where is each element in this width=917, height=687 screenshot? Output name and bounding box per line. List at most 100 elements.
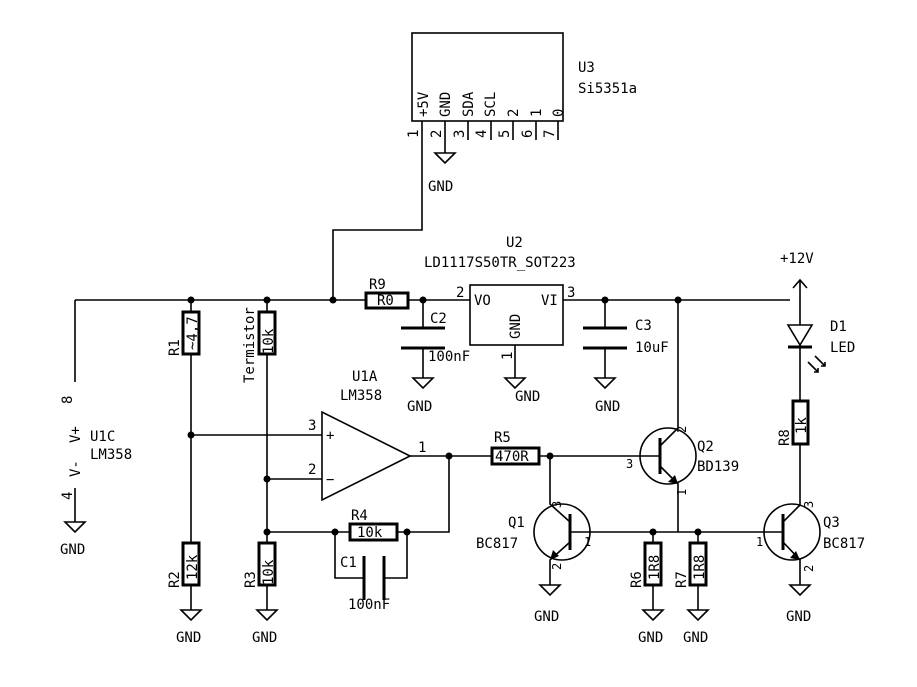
- q1-value: BC817: [476, 536, 518, 552]
- u1a-pin2: 2: [308, 462, 316, 478]
- gnd-label-q3: GND: [786, 609, 811, 625]
- d1-led: D1 LED: [786, 319, 855, 400]
- u3-value: Si5351a: [578, 81, 637, 97]
- u1c-value: LM358: [90, 447, 132, 463]
- gnd-label-r2: GND: [176, 630, 201, 646]
- gnd-symbol-u3: GND: [428, 140, 457, 195]
- gnd-label-r3: GND: [252, 630, 277, 646]
- r4-ref: R4: [351, 508, 368, 524]
- q2-pin2: 2: [675, 426, 689, 433]
- u3-ref: U3: [578, 60, 595, 76]
- r8-value: 1k: [794, 417, 810, 434]
- u2-pin-gnd: 1: [500, 352, 516, 360]
- r9-ref: R9: [369, 277, 386, 293]
- u2-vi-label: VI: [541, 293, 558, 309]
- u2-vo-label: VO: [474, 293, 491, 309]
- r1-ref: R1: [167, 339, 183, 356]
- q3-ref: Q3: [823, 515, 840, 531]
- gnd-label-c2: GND: [407, 399, 432, 415]
- u3-pin-name-scl: SCL: [483, 92, 499, 117]
- q3-transistor: 1 3 2 Q3 BC817: [756, 501, 865, 585]
- u3-si5351a: U3 Si5351a +5V GND SDA SCL 2 1 0 1 2 3 4…: [406, 32, 637, 140]
- gnd-symbol-c2: GND: [407, 377, 435, 415]
- r2-ref: R2: [167, 571, 183, 588]
- u2-ref: U2: [506, 235, 523, 251]
- r7-resistor: R7 1R8: [674, 532, 708, 610]
- u3-pin-num-4: 4: [474, 130, 490, 138]
- c3-capacitor: C3 10uF: [583, 300, 669, 378]
- gnd-label-c3: GND: [595, 399, 620, 415]
- c3-ref: C3: [635, 318, 652, 334]
- gnd-label-q1: GND: [534, 609, 559, 625]
- termistor-ref: Termistor: [242, 307, 258, 383]
- r1-resistor: R1 ~4,7: [167, 300, 201, 543]
- r6-ref: R6: [629, 571, 645, 588]
- u1c-ref: U1C: [90, 429, 115, 445]
- gnd-symbol-r3: GND: [252, 609, 279, 646]
- u2-value: LD1117S50TR_SOT223: [424, 255, 576, 271]
- q2-transistor: 3 2 1 Q2 BD139: [626, 300, 739, 532]
- gnd-label-u3: GND: [428, 179, 453, 195]
- u3-pin-name-gnd: GND: [438, 92, 454, 117]
- r3-ref: R3: [243, 571, 259, 588]
- u3-pin-num-7: 7: [542, 130, 558, 138]
- r6-resistor: R6 1R8: [629, 532, 663, 610]
- q1-pin2: 2: [550, 563, 564, 570]
- q3-pin2: 2: [802, 565, 816, 572]
- u1a-ref: U1A: [352, 369, 378, 385]
- c2-ref: C2: [430, 311, 447, 327]
- r4-resistor: R4 10k: [348, 508, 399, 542]
- u2-regulator: U2 LD1117S50TR_SOT223 VO VI GND 2 3 1: [424, 235, 576, 378]
- wire-u3-5v: [332, 140, 423, 300]
- gnd-symbol-r7: GND: [683, 609, 710, 646]
- q1-pin3: 3: [550, 501, 564, 508]
- r1-value: ~4,7: [185, 316, 201, 350]
- r5-ref: R5: [494, 430, 511, 446]
- power-12v: +12V: [780, 251, 814, 325]
- u2-pin-vi: 3: [567, 285, 575, 301]
- u1c-pin8: 8: [60, 396, 76, 404]
- gnd-label-u1c: GND: [60, 542, 85, 558]
- gnd-symbol-u2: GND: [503, 377, 540, 405]
- u1c-pin4: 4: [60, 492, 76, 500]
- gnd-label-u2: GND: [515, 389, 540, 405]
- q2-ref: Q2: [697, 439, 714, 455]
- q2-pin3: 3: [626, 457, 633, 471]
- r7-ref: R7: [674, 571, 690, 588]
- u3-pin-name-1: 1: [529, 109, 545, 117]
- gnd-symbol-u1c: GND: [60, 521, 87, 558]
- u3-pin-name-5v: +5V: [416, 91, 432, 117]
- q2-pin1: 1: [675, 489, 689, 496]
- r5-value: 470R: [495, 449, 529, 465]
- gnd-symbol-r6: GND: [638, 609, 665, 646]
- u1c-vminus: V-: [68, 460, 84, 477]
- q1-pin1: 1: [584, 535, 591, 549]
- u3-pin-name-2: 2: [506, 109, 522, 117]
- q3-value: BC817: [823, 536, 865, 552]
- junction-dots: [187, 296, 702, 536]
- d1-value: LED: [830, 340, 855, 356]
- u1a-pin3: 3: [308, 418, 316, 434]
- q2-value: BD139: [697, 459, 739, 475]
- c1-capacitor: C1 100nF: [334, 532, 408, 613]
- r5-resistor: R5 470R: [490, 430, 541, 466]
- r8-ref: R8: [777, 429, 793, 446]
- u1a-opamp: U1A LM358 + − 3 2 1: [308, 369, 426, 502]
- gnd-symbol-c3: GND: [593, 377, 620, 415]
- q3-pin1: 1: [756, 535, 763, 549]
- u2-pin-vo: 2: [456, 285, 464, 301]
- q1-transistor: 3 2 1 Q1 BC817: [476, 456, 678, 585]
- gnd-symbol-q1: GND: [534, 584, 562, 625]
- u1c-vplus: V+: [68, 426, 84, 443]
- u3-pin-name-0: 0: [551, 109, 567, 117]
- d1-ref: D1: [830, 319, 847, 335]
- r9-value: R0: [377, 293, 394, 309]
- c1-value: 100nF: [348, 597, 390, 613]
- gnd-symbol-r2: GND: [176, 609, 203, 646]
- c2-value: 100nF: [428, 349, 470, 365]
- r2-resistor: R2 12k: [167, 541, 201, 610]
- u1a-pin1: 1: [418, 440, 426, 456]
- r6-value: 1R8: [647, 555, 663, 580]
- u1a-plus: +: [326, 428, 334, 444]
